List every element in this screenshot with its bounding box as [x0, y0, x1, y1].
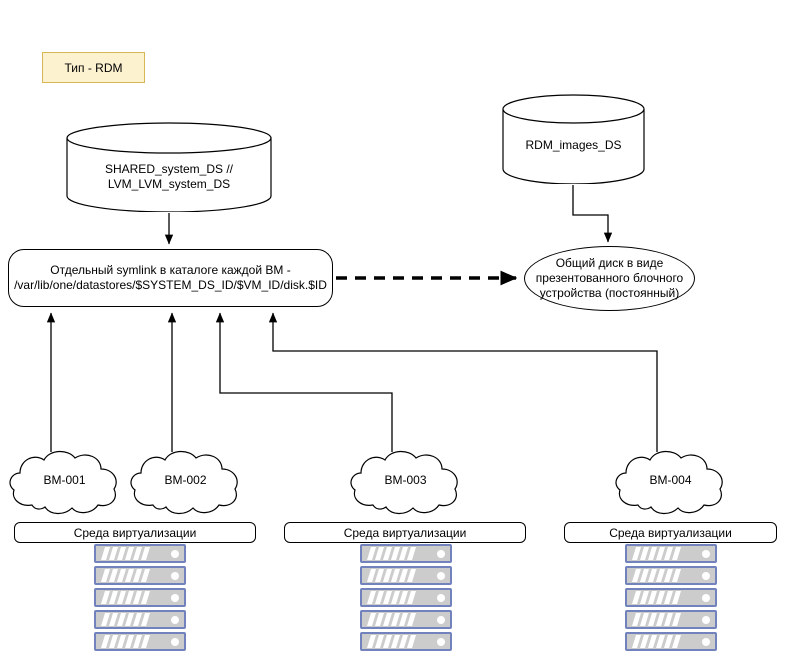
- server-rack-1[interactable]: [94, 544, 186, 651]
- rack-slashes-icon: [632, 547, 681, 560]
- rack-slashes-icon: [632, 591, 681, 604]
- cylinder-shape: [502, 94, 645, 184]
- rack-slashes-icon: [367, 547, 416, 560]
- vm-cloud-2-label: ВМ-002: [164, 473, 207, 487]
- rack-slashes-icon: [101, 569, 150, 582]
- rack-slashes-icon: [632, 635, 681, 648]
- datastore-rdm-label: RDM_images_DS: [525, 138, 622, 152]
- rack-unit: [94, 632, 186, 651]
- rack-unit: [94, 544, 186, 563]
- vm-cloud-2[interactable]: ВМ-002: [129, 449, 242, 516]
- datastore-system-label: SHARED_system_DS // LVM_LVM_system_DS: [104, 162, 234, 191]
- legend-type-badge: Тип - RDM: [42, 52, 145, 83]
- shared-disk-ellipse[interactable]: Общий диск в виде презентованного блочно…: [524, 246, 695, 311]
- symlink-path-box[interactable]: Отдельный symlink в каталоге каждой ВМ -…: [8, 249, 333, 307]
- rack-slashes-icon: [367, 635, 416, 648]
- virtualization-env-bar-1[interactable]: Среда виртуализации: [14, 522, 256, 543]
- rack-slashes-icon: [101, 591, 150, 604]
- rack-slashes-icon: [101, 635, 150, 648]
- cloud-shape: [350, 450, 458, 515]
- edge-vm4-to-symlink: [268, 312, 658, 452]
- rack-slashes-icon: [632, 569, 681, 582]
- vm-cloud-4-label: ВМ-004: [649, 473, 692, 487]
- rack-led-icon: [171, 637, 179, 646]
- rack-unit: [625, 632, 717, 651]
- cylinder-shape: [66, 122, 272, 212]
- rack-led-icon: [702, 615, 710, 624]
- server-rack-2[interactable]: [360, 544, 452, 651]
- rack-led-icon: [171, 549, 179, 558]
- cloud-shape: [615, 450, 723, 515]
- rack-unit: [625, 544, 717, 563]
- rack-slashes-icon: [367, 613, 416, 626]
- rack-unit: [360, 566, 452, 585]
- vm-cloud-3[interactable]: ВМ-003: [349, 449, 462, 516]
- cloud-shape: [9, 450, 117, 515]
- rack-led-icon: [702, 637, 710, 646]
- vm-cloud-3-label: ВМ-003: [384, 473, 427, 487]
- rack-unit: [94, 566, 186, 585]
- vm-cloud-1[interactable]: ВМ-001: [8, 449, 121, 516]
- rack-led-icon: [437, 637, 445, 646]
- rack-led-icon: [171, 593, 179, 602]
- rack-unit: [625, 610, 717, 629]
- rack-slashes-icon: [632, 613, 681, 626]
- rack-unit: [360, 588, 452, 607]
- rack-unit: [360, 544, 452, 563]
- cloud-shape: [130, 450, 238, 515]
- server-rack-3[interactable]: [625, 544, 717, 651]
- virtualization-env-bar-3[interactable]: Среда виртуализации: [564, 522, 777, 543]
- rack-unit: [360, 632, 452, 651]
- edge-rdm-ds-to-shared-disk: [572, 185, 613, 243]
- rack-led-icon: [171, 615, 179, 624]
- rack-unit: [94, 610, 186, 629]
- rack-unit: [94, 588, 186, 607]
- virtualization-env-bar-2[interactable]: Среда виртуализации: [284, 522, 526, 543]
- rack-led-icon: [171, 571, 179, 580]
- rack-unit: [625, 566, 717, 585]
- rack-led-icon: [437, 571, 445, 580]
- rack-led-icon: [702, 549, 710, 558]
- rack-led-icon: [702, 593, 710, 602]
- vm-cloud-1-label: ВМ-001: [43, 473, 86, 487]
- edge-vm3-to-symlink: [215, 312, 393, 452]
- rack-slashes-icon: [101, 613, 150, 626]
- rack-slashes-icon: [367, 569, 416, 582]
- rack-slashes-icon: [101, 547, 150, 560]
- rack-led-icon: [437, 549, 445, 558]
- datastore-system-cylinder[interactable]: SHARED_system_DS // LVM_LVM_system_DS: [66, 122, 272, 212]
- rack-unit: [360, 610, 452, 629]
- rack-led-icon: [702, 571, 710, 580]
- rack-led-icon: [437, 593, 445, 602]
- rack-led-icon: [437, 615, 445, 624]
- rack-unit: [625, 588, 717, 607]
- rack-slashes-icon: [367, 591, 416, 604]
- datastore-rdm-cylinder[interactable]: RDM_images_DS: [502, 94, 645, 184]
- vm-cloud-4[interactable]: ВМ-004: [614, 449, 727, 516]
